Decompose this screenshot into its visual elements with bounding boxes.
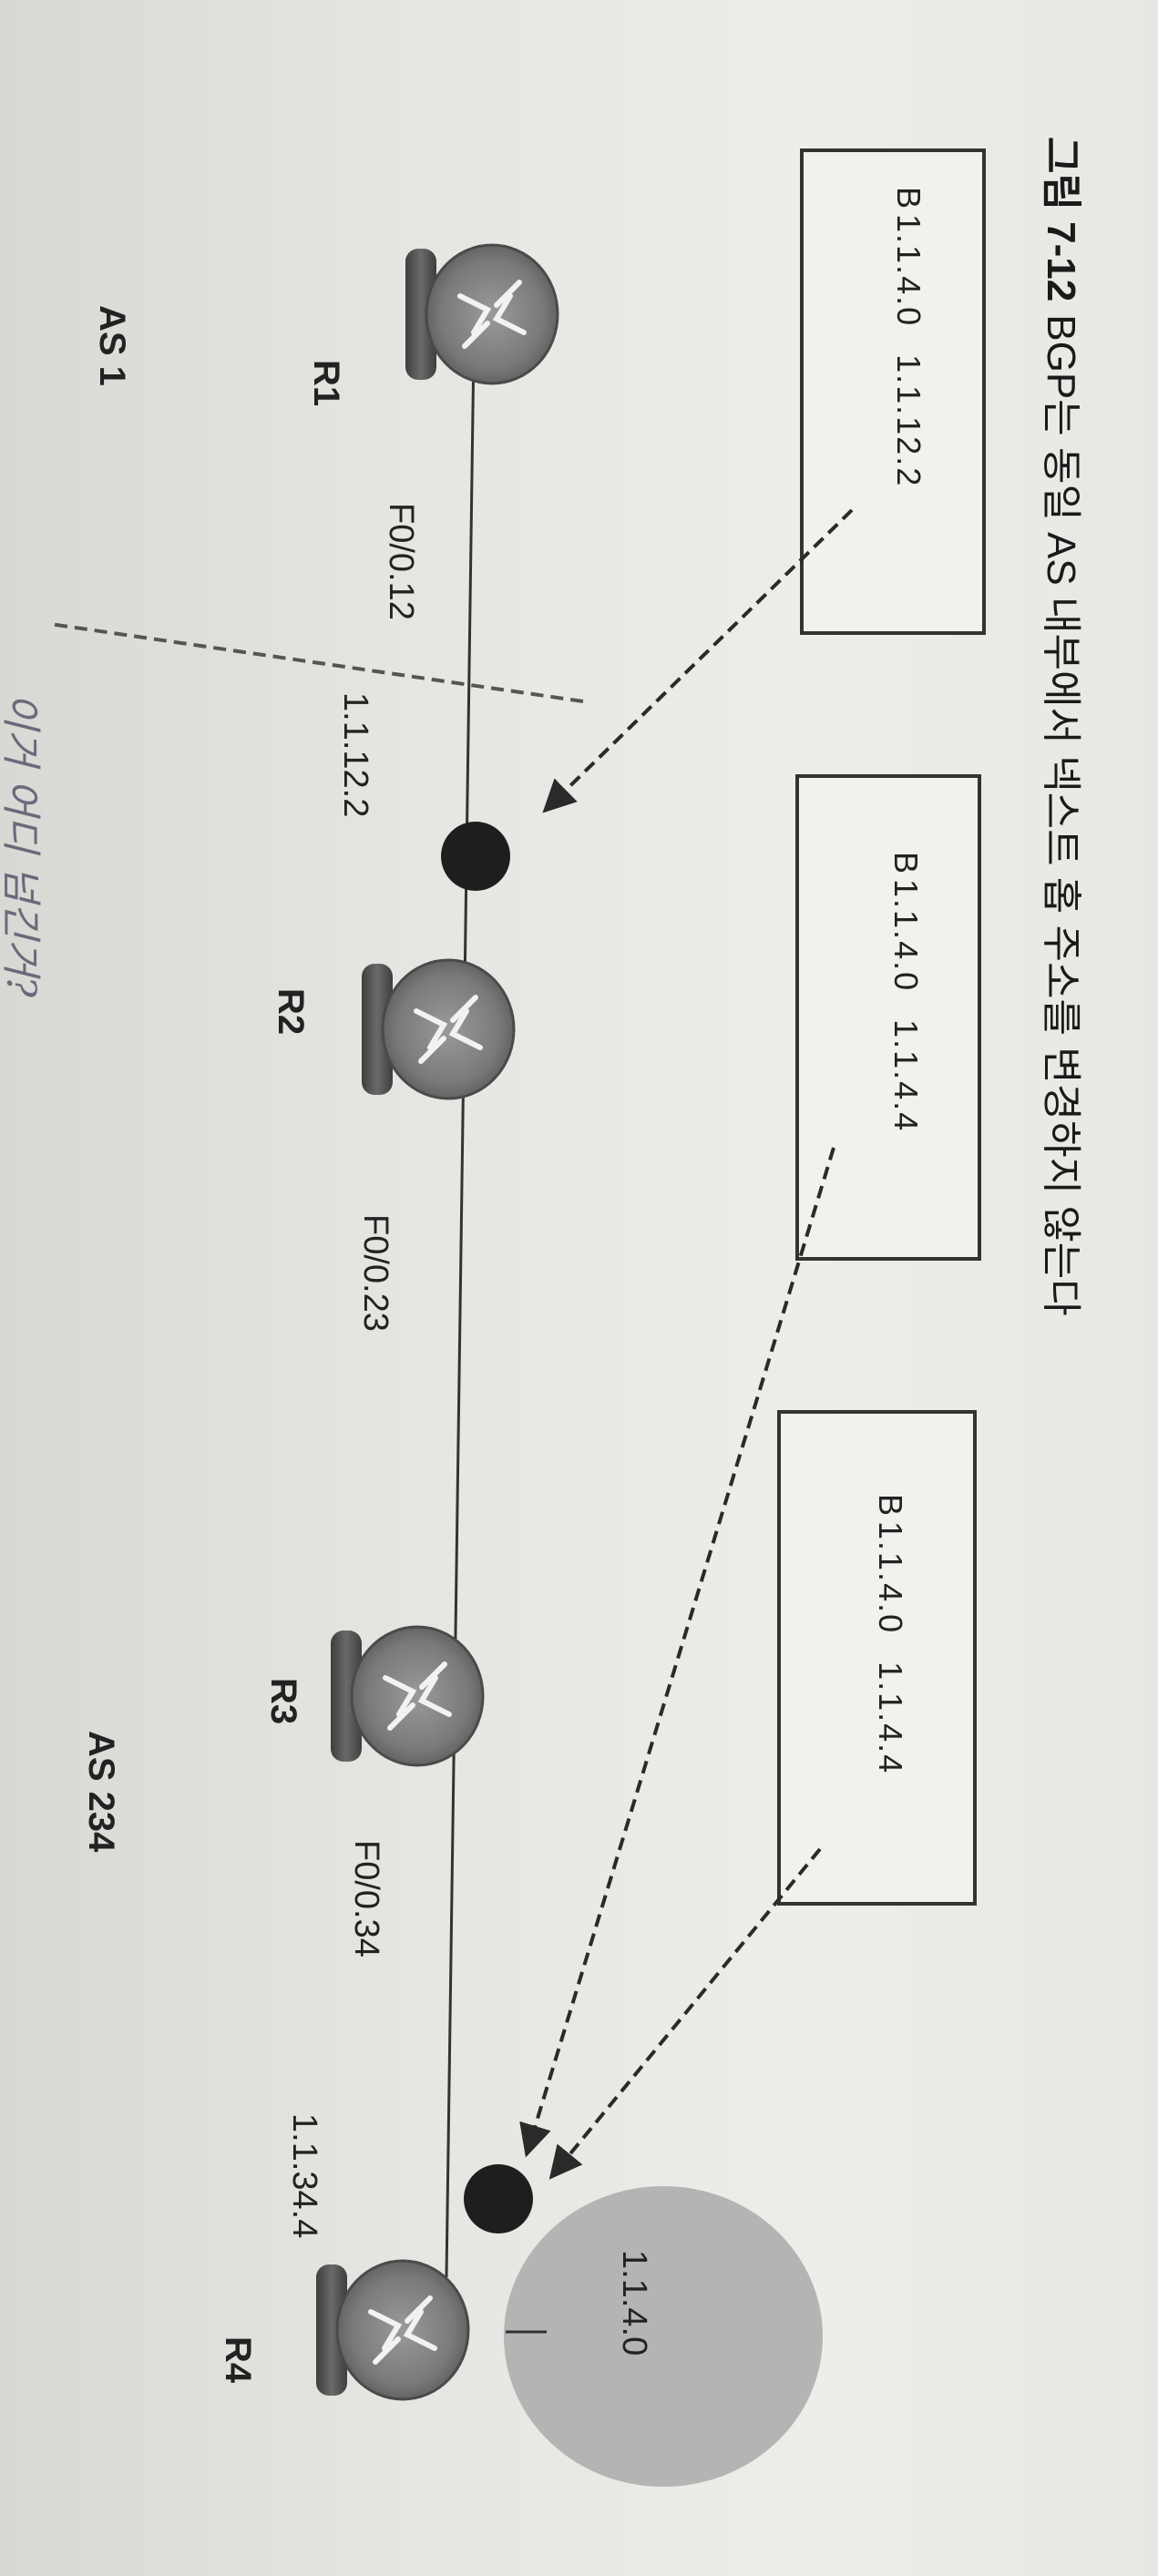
route-box-r1-text: B1.1.4.01.1.12.2 — [890, 187, 927, 487]
backbone-link-line — [445, 345, 476, 2278]
router-label-r2: R2 — [271, 988, 311, 1035]
route-box-r2 — [795, 774, 981, 1261]
interface-ip-r4: 1.1.34.4 — [285, 2113, 323, 2238]
interface-label-r2-r3: F0/0.23 — [356, 1214, 395, 1332]
as-boundary-line — [49, 622, 584, 703]
arrow-r1-box-to-r2 — [542, 508, 854, 813]
arrow-r3-box-to-r4 — [548, 1847, 822, 2180]
router-label-r4: R4 — [218, 2336, 258, 2384]
router-r3 — [331, 1627, 483, 1765]
as-label-as234: AS 234 — [81, 1731, 121, 1853]
router-r4 — [316, 2261, 468, 2399]
router-r2 — [362, 960, 514, 1099]
router-label-r1: R1 — [306, 360, 346, 406]
router-r1 — [405, 245, 558, 383]
route-box-r3 — [777, 1410, 977, 1906]
network-cloud — [504, 2186, 823, 2487]
route-box-r2-text: B1.1.4.01.1.4.4 — [887, 852, 925, 1132]
next-hop-dot-r4 — [464, 2164, 533, 2234]
router-label-r3: R3 — [263, 1678, 303, 1724]
interface-label-r3-r4: F0/0.34 — [347, 1840, 385, 1958]
next-hop-dot-r2 — [441, 822, 510, 891]
interface-label-r1: F0/0.12 — [382, 503, 420, 620]
route-box-r1 — [800, 148, 986, 635]
figure-caption: 그림 7-12BGP는 동일 AS 내부에서 넥스트 홉 주소를 변경하지 않는… — [1039, 137, 1083, 1316]
as-label-as1: AS 1 — [92, 305, 132, 386]
route-box-r3-text: B1.1.4.01.1.4.4 — [872, 1494, 909, 1774]
network-label: 1.1.4.0 — [615, 2250, 653, 2356]
handwritten-note: 이거 어디 넘긴거? — [0, 692, 44, 997]
interface-ip-r2: 1.1.12.2 — [336, 692, 374, 817]
arrow-r2-box-to-r4 — [519, 1147, 835, 2158]
